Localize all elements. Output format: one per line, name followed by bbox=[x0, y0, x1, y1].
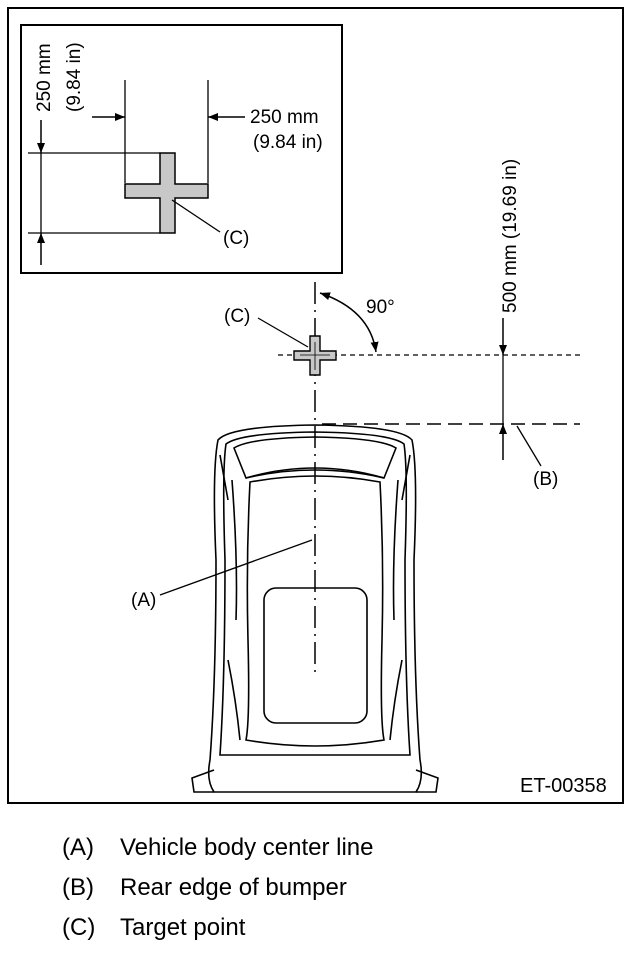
figure-code: ET-00358 bbox=[520, 775, 607, 797]
inset-horizontal-dim-in: (9.84 in) bbox=[253, 132, 323, 153]
legend-text: Vehicle body center line bbox=[120, 834, 374, 861]
target-label: (C) bbox=[224, 306, 250, 327]
inset-frame bbox=[20, 24, 343, 274]
bumper-label: (B) bbox=[533, 469, 558, 490]
outer-frame bbox=[7, 7, 624, 804]
inset-target-label: (C) bbox=[223, 228, 249, 249]
legend-text: Rear edge of bumper bbox=[120, 874, 347, 901]
right-angle-arc bbox=[319, 292, 379, 353]
legend-item: (B) Rear edge of bumper bbox=[62, 868, 622, 908]
legend-item: (A) Vehicle body center line bbox=[62, 828, 622, 868]
distance-label: 500 mm (19.69 in) bbox=[500, 159, 521, 313]
inset-detail: (C) 250 mm (9.84 in) 250 mm (9.84 in) bbox=[20, 24, 343, 274]
diagram-figure: (C) 250 mm (9.84 in) 250 mm (9.84 in) 90… bbox=[7, 7, 624, 804]
legend: (A) Vehicle body center line (B) Rear ed… bbox=[62, 828, 622, 948]
inset-horizontal-dim-mm: 250 mm bbox=[250, 107, 319, 128]
legend-text: Target point bbox=[120, 914, 246, 941]
legend-item: (C) Target point bbox=[62, 908, 622, 948]
legend-key: (C) bbox=[62, 914, 96, 941]
legend-key: (A) bbox=[62, 834, 94, 861]
angle-label: 90° bbox=[366, 297, 395, 318]
inset-vertical-dim-in: (9.84 in) bbox=[64, 42, 85, 112]
centerline-label: (A) bbox=[131, 590, 156, 611]
vehicle-outline bbox=[191, 424, 439, 793]
inset-vertical-dim-mm: 250 mm bbox=[34, 43, 55, 112]
main-diagram: 90° (C) 500 mm (19.69 in) (B) bbox=[131, 159, 607, 797]
inset-target-cross bbox=[124, 152, 209, 234]
legend-key: (B) bbox=[62, 874, 94, 901]
